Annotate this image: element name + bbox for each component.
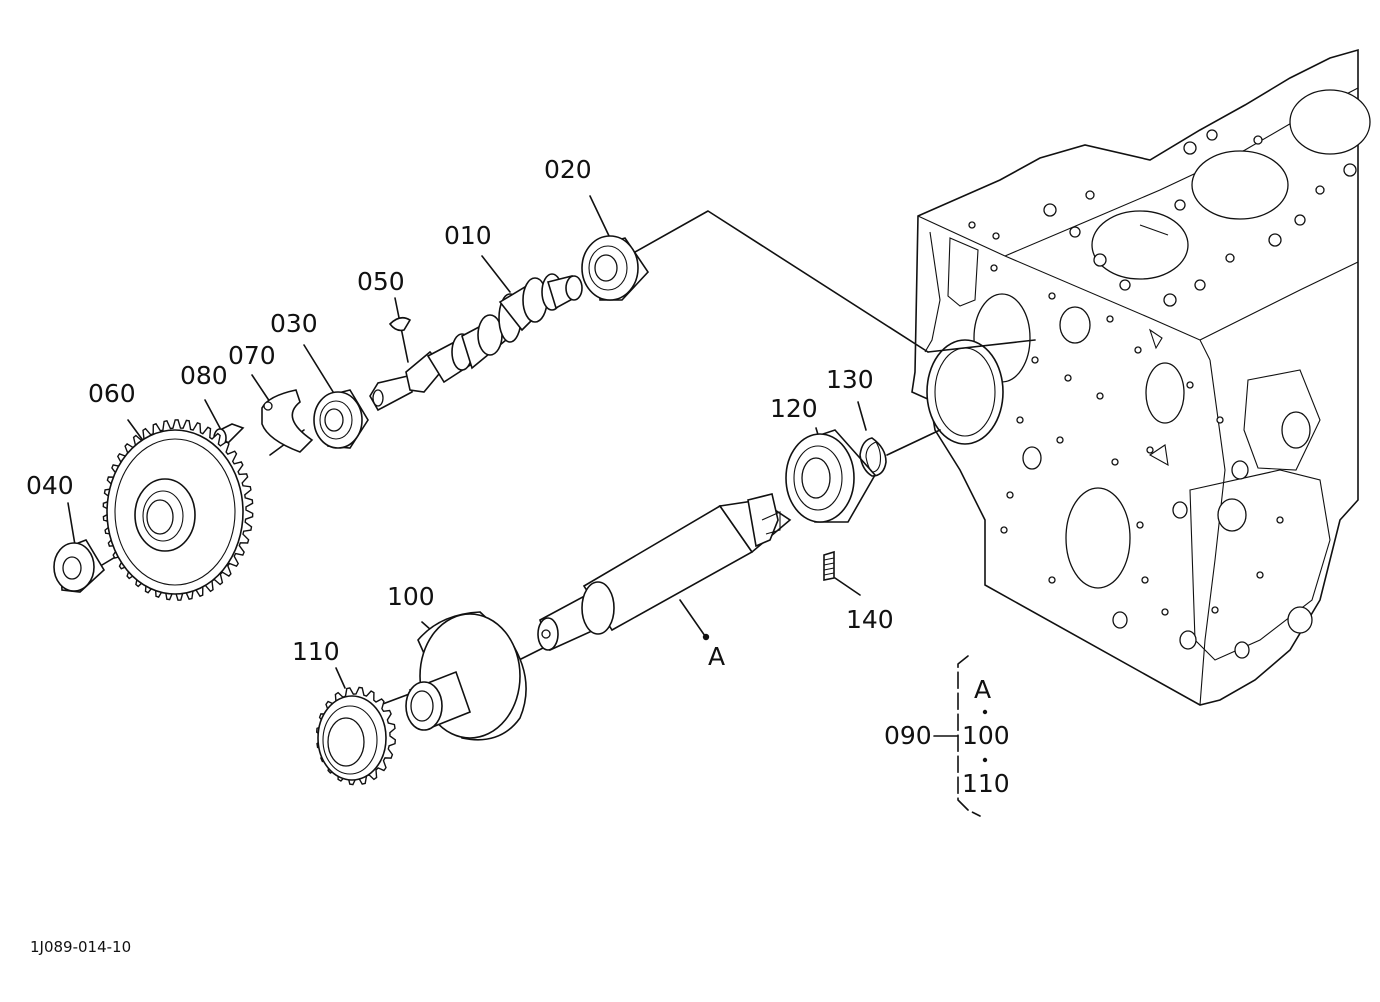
retainer-plate <box>261 389 314 453</box>
group-item-a: A <box>974 675 991 704</box>
callout-130: 130 <box>826 365 874 394</box>
front-camshaft-bearing <box>313 389 369 449</box>
callout-140: 140 <box>846 605 894 634</box>
cam-gear <box>102 419 254 601</box>
circlip <box>859 437 887 477</box>
callout-050: 050 <box>357 267 405 296</box>
camshaft <box>369 273 583 412</box>
balancer-shaft <box>537 493 792 652</box>
engine-block <box>911 48 1371 706</box>
assembly-group-090: 090 A 100 110 <box>884 655 1010 817</box>
group-item-110: 110 <box>962 769 1010 798</box>
callout-030: 030 <box>270 309 318 338</box>
callout-040: 040 <box>26 471 74 500</box>
woodruff-key <box>388 316 412 332</box>
shaft-marker-a: A <box>708 642 725 671</box>
balancer-weight <box>405 611 527 741</box>
ball-bearing <box>785 429 876 523</box>
callout-080: 080 <box>180 361 228 390</box>
callout-020: 020 <box>544 155 592 184</box>
callout-090: 090 <box>884 721 932 750</box>
callout-070: 070 <box>228 341 276 370</box>
callout-110: 110 <box>292 637 340 666</box>
group-item-100: 100 <box>962 721 1010 750</box>
drawing-number: 1J089-014-10 <box>30 938 131 956</box>
balancer-gear <box>315 686 397 786</box>
callouts: 010 020 030 040 050 060 070 080 100 110 … <box>26 155 894 671</box>
callout-120: 120 <box>770 394 818 423</box>
idler-collar <box>53 539 106 593</box>
rear-camshaft-bearing <box>581 235 650 301</box>
callout-010: 010 <box>444 221 492 250</box>
callout-100: 100 <box>387 582 435 611</box>
callout-060: 060 <box>88 379 136 408</box>
set-screw <box>823 550 835 581</box>
